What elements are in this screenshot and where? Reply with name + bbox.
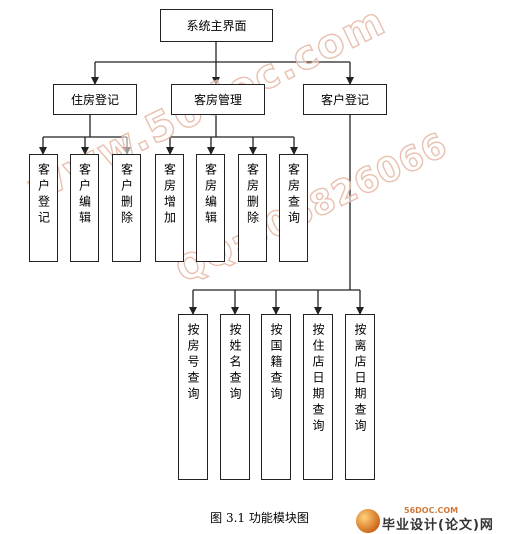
node-kehu-shanchu-label: 客户删除 xyxy=(119,163,134,227)
node-kehu-dengji-label: 客户登记 xyxy=(320,93,369,107)
node-query-by-name-label: 按姓名查询 xyxy=(228,323,242,403)
logo-site: 56DOC.COM xyxy=(404,506,459,515)
node-kefang-guanli-label: 客房管理 xyxy=(193,93,242,107)
node-kefang-bianji: 客房编辑 xyxy=(196,154,225,262)
node-query-by-checkin-date: 按住店日期查询 xyxy=(303,314,333,480)
root-node: 系统主界面 xyxy=(160,9,273,42)
node-query-by-room-label: 按房号查询 xyxy=(186,323,200,403)
node-kefang-guanli: 客房管理 xyxy=(171,84,265,115)
node-kefang-chaxun: 客房查询 xyxy=(279,154,308,262)
node-query-by-room: 按房号查询 xyxy=(178,314,208,480)
node-kehu-bianji: 客户编辑 xyxy=(70,154,99,262)
node-zhufang-dengji: 住房登记 xyxy=(53,84,137,115)
figure-caption: 图 3.1 功能模块图 xyxy=(210,511,309,525)
root-node-label: 系统主界面 xyxy=(186,19,247,33)
node-query-by-name: 按姓名查询 xyxy=(220,314,250,480)
node-kefang-zengjia-label: 客房增加 xyxy=(162,163,177,227)
node-query-by-checkout-date: 按离店日期查询 xyxy=(345,314,375,480)
node-kehu-dengji-sub: 客户登记 xyxy=(29,154,58,262)
node-kehu-dengji: 客户登记 xyxy=(303,84,387,115)
node-kehu-dengji-sub-label: 客户登记 xyxy=(36,163,51,227)
node-kehu-bianji-label: 客户编辑 xyxy=(77,163,92,227)
node-kefang-shanchu-label: 客房删除 xyxy=(245,163,260,227)
node-query-by-nationality-label: 按国籍查询 xyxy=(269,323,283,403)
node-query-by-nationality: 按国籍查询 xyxy=(261,314,291,480)
logo-ball-icon xyxy=(356,509,380,533)
logo-text: 毕业设计(论文)网 xyxy=(382,518,494,533)
node-kefang-chaxun-label: 客房查询 xyxy=(286,163,301,227)
node-zhufang-dengji-label: 住房登记 xyxy=(70,93,119,107)
node-kefang-zengjia: 客房增加 xyxy=(155,154,184,262)
node-query-by-checkin-date-label: 按住店日期查询 xyxy=(311,323,325,435)
node-query-by-checkout-date-label: 按离店日期查询 xyxy=(353,323,367,435)
node-kefang-bianji-label: 客房编辑 xyxy=(203,163,218,227)
node-kefang-shanchu: 客房删除 xyxy=(238,154,267,262)
node-kehu-shanchu: 客户删除 xyxy=(112,154,141,262)
